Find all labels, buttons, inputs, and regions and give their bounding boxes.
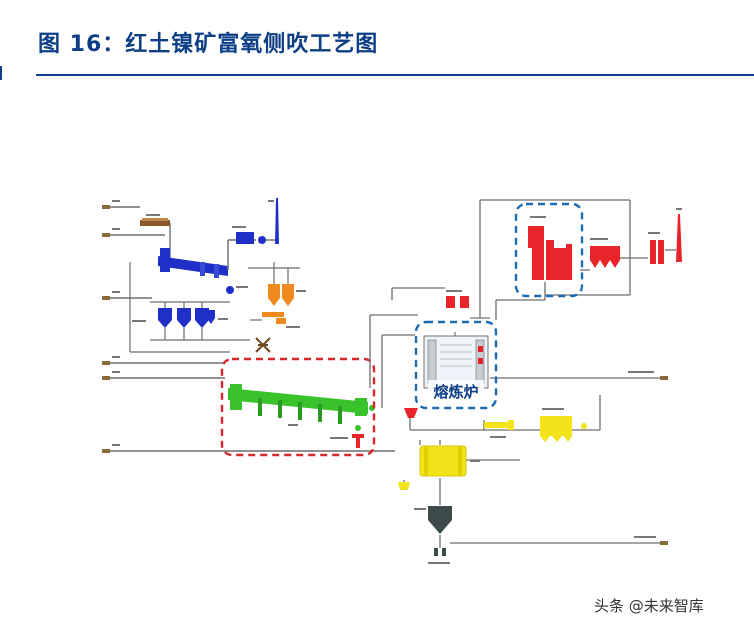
kiln-dashed-frame [220, 357, 376, 457]
figure-title: 图 16：红土镍矿富氧侧吹工艺图 [38, 32, 379, 57]
granulation-tank [428, 506, 452, 534]
fan-dryer [226, 286, 234, 294]
input-feed-lines [104, 206, 395, 452]
left-edge-tick [0, 66, 2, 80]
input-feed-markers [102, 205, 110, 453]
chimney-right [676, 214, 682, 262]
output-markers [660, 376, 668, 545]
crusher [255, 337, 271, 353]
dust-collector-small [236, 232, 276, 244]
electrostatic-precipitator [590, 246, 620, 268]
dried-ore-bins [158, 308, 215, 328]
slag-cup [398, 482, 410, 490]
coal-bins [262, 284, 294, 324]
rotary-dryer [158, 239, 256, 278]
hopper-red [404, 408, 418, 418]
coal-lines [248, 262, 300, 321]
product-silos [434, 548, 446, 556]
furnace-label-bg [428, 380, 484, 402]
rotary-kiln [228, 384, 375, 448]
slag-granulation [484, 416, 587, 442]
title-rule [36, 74, 754, 76]
furnace-label: 熔炼炉 [433, 383, 478, 401]
furnace-feed-bins [446, 296, 469, 308]
smelting-furnace [423, 332, 489, 389]
waste-heat-boiler [528, 226, 572, 280]
boiler-dashed-frame [514, 202, 584, 298]
electric-settler [419, 445, 467, 477]
watermark: 头条 @未来智库 [594, 597, 704, 615]
desulfurization-tower [650, 240, 664, 264]
bin-feed-lines [129, 262, 250, 353]
chimney-left [275, 198, 279, 244]
equipment-label-marks [112, 200, 682, 564]
furnace-dashed-frame [414, 320, 498, 410]
